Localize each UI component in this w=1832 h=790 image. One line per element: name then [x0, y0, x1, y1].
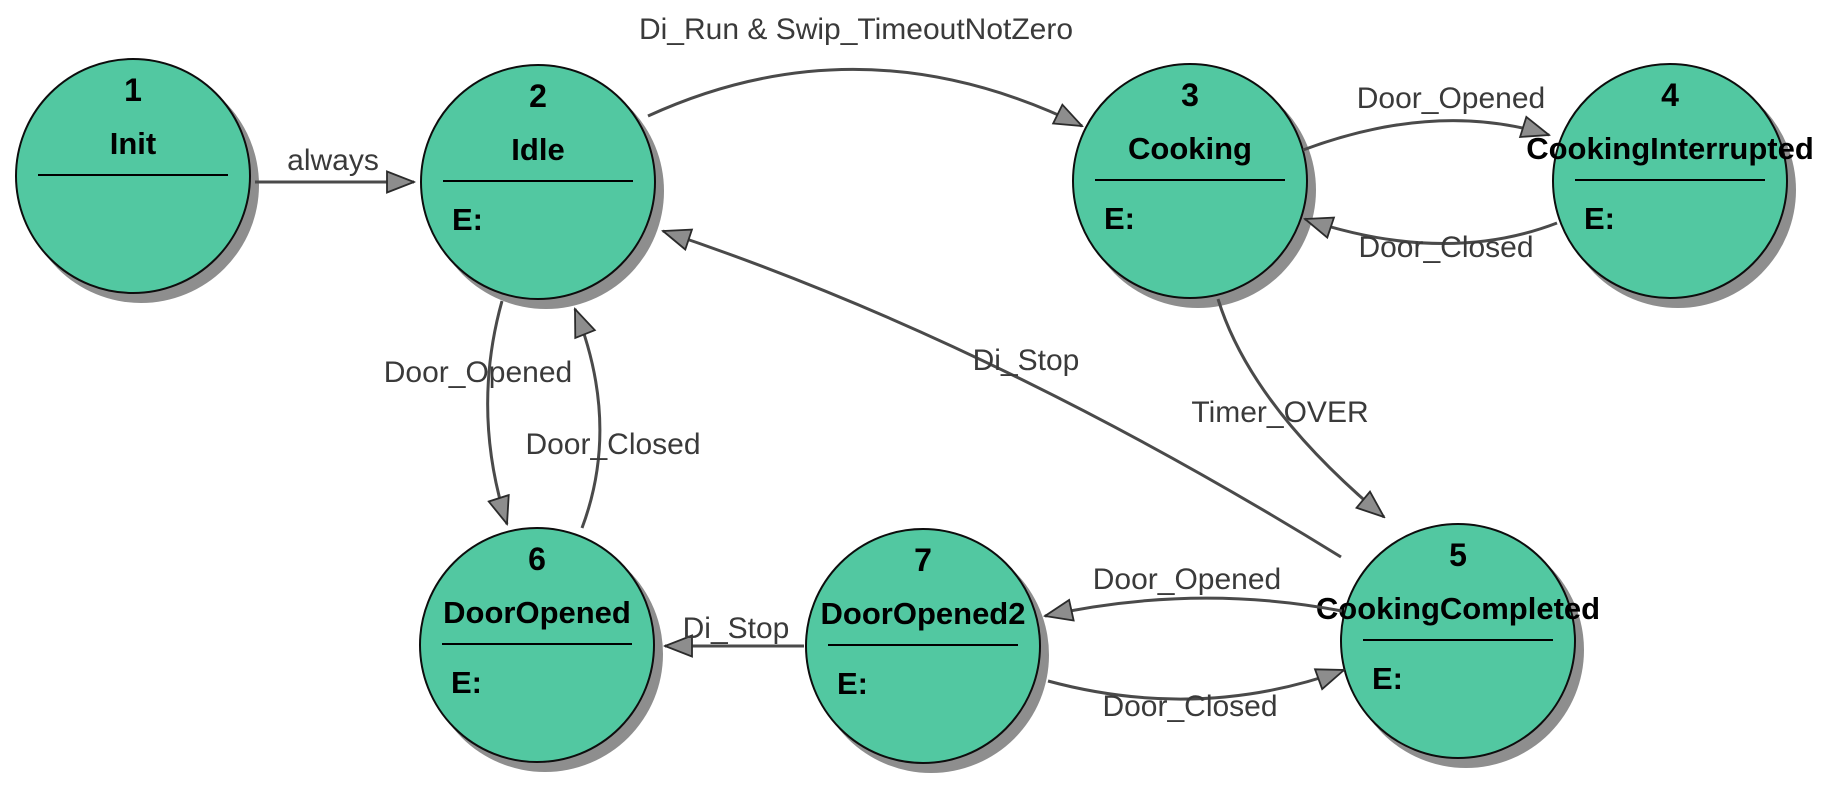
- state-node-idle[interactable]: 2 Idle E:: [420, 64, 656, 300]
- transition-label-doorclosed-4-3: Door_Closed: [1358, 231, 1534, 264]
- state-divider: [443, 180, 633, 182]
- transition-label-timerover: Timer_OVER: [1191, 396, 1369, 429]
- transition-label-dirun-swip: Di_Run & Swip_TimeoutNotZero: [638, 13, 1074, 46]
- state-number: 5: [1449, 537, 1467, 573]
- transition-label-dooropened-5-7: Door_Opened: [1092, 563, 1282, 596]
- transition-label-always: always: [287, 144, 379, 177]
- state-divider: [38, 174, 228, 176]
- state-entry-label: E:: [452, 202, 483, 237]
- state-number: 4: [1661, 77, 1679, 113]
- transition-label-distop-5-2: Di_Stop: [972, 344, 1080, 377]
- transition-label-distop-7-6: Di_Stop: [682, 612, 790, 645]
- transition-arrow-doorclosed-6-2: [573, 309, 602, 529]
- transition-arrow-dooropened-5-7: [1045, 596, 1343, 616]
- state-node-cooking[interactable]: 3 Cooking E:: [1072, 63, 1308, 299]
- state-entry-label: E:: [1372, 661, 1403, 696]
- transition-label-doorclosed-6-2: Door_Closed: [525, 428, 701, 461]
- state-entry-label: E:: [451, 665, 482, 700]
- state-name: DoorOpened2: [820, 596, 1026, 631]
- transition-arrow-dirun-2-3: [647, 67, 1082, 128]
- state-name: Idle: [511, 132, 565, 167]
- state-name: DoorOpened: [443, 595, 631, 630]
- state-number: 7: [914, 542, 932, 578]
- state-number: 3: [1181, 77, 1199, 113]
- state-divider: [828, 644, 1018, 646]
- state-node-cooking-interrupted[interactable]: 4 CookingInterrupted E:: [1526, 63, 1814, 299]
- state-node-cooking-completed[interactable]: 5 CookingCompleted E:: [1316, 523, 1600, 759]
- state-node-init[interactable]: 1 Init: [15, 58, 251, 294]
- state-entry-label: E:: [837, 666, 868, 701]
- transition-arrow-dooropened-2-6: [486, 300, 507, 524]
- state-node-door-opened2[interactable]: 7 DoorOpened2 E:: [805, 528, 1041, 764]
- transition-label-dooropened-2-6: Door_Opened: [383, 356, 573, 389]
- state-number: 1: [124, 72, 142, 108]
- state-divider: [442, 643, 632, 645]
- state-entry-label: E:: [1104, 201, 1135, 236]
- state-divider: [1575, 179, 1765, 181]
- state-node-door-opened[interactable]: 6 DoorOpened E:: [419, 527, 655, 763]
- state-divider: [1095, 179, 1285, 181]
- state-name: Cooking: [1128, 131, 1252, 166]
- state-entry-label: E:: [1584, 201, 1615, 236]
- state-number: 6: [528, 541, 546, 577]
- transition-label-doorclosed-7-5: Door_Closed: [1102, 690, 1278, 723]
- state-number: 2: [529, 78, 547, 114]
- state-name: Init: [109, 126, 157, 161]
- state-name: CookingCompleted: [1315, 591, 1601, 626]
- transition-arrow-dooropened-3-4: [1302, 121, 1549, 152]
- transition-label-dooropened-3-4: Door_Opened: [1356, 82, 1546, 115]
- state-divider: [1363, 639, 1553, 641]
- state-name: CookingInterrupted: [1526, 131, 1814, 166]
